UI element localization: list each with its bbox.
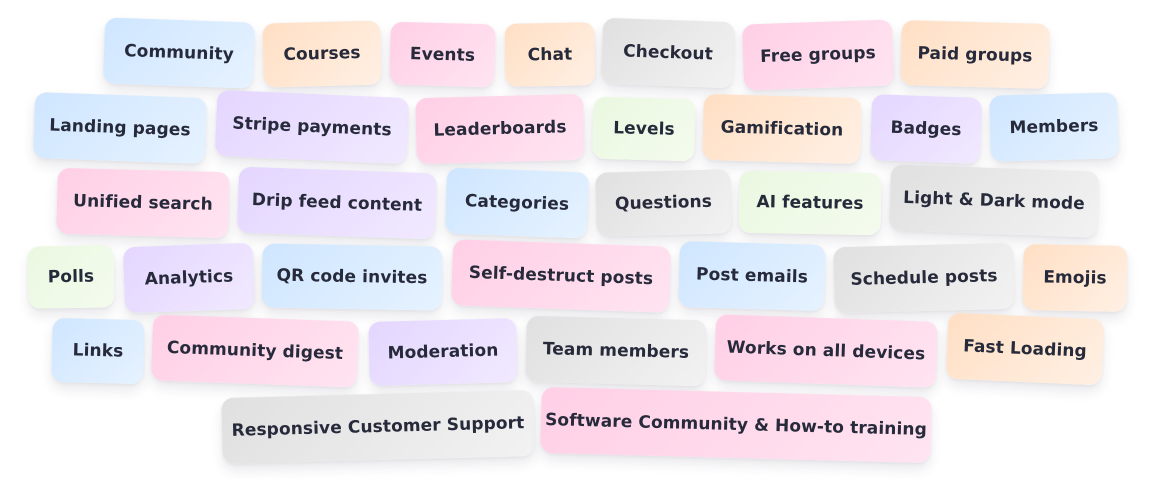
tag-drip-feed-content: Drip feed content (236, 166, 438, 240)
tag-self-destruct-posts: Self-destruct posts (450, 239, 672, 313)
tag-ai-features: AI features (738, 170, 882, 236)
tag-polls: Polls (27, 245, 115, 309)
tag-schedule-posts: Schedule posts (833, 242, 1015, 314)
tag-free-groups: Free groups (741, 19, 895, 91)
tag-team-members: Team members (525, 315, 707, 387)
tag-events: Events (389, 21, 496, 88)
tag-questions: Questions (595, 169, 732, 237)
tag-post-emails: Post emails (678, 241, 826, 311)
tag-community-digest: Community digest (150, 314, 360, 388)
tag-moderation: Moderation (368, 318, 518, 386)
tag-works-on-all-devices: Works on all devices (713, 314, 939, 388)
tag-stripe-payments: Stripe payments (214, 89, 410, 165)
tag-emojis: Emojis (1022, 244, 1128, 312)
tag-software-community-how-to-training: Software Community & How-to training (540, 386, 932, 464)
tag-leaderboards: Leaderboards (415, 93, 585, 165)
tag-analytics: Analytics (122, 242, 256, 314)
tag-unified-search: Unified search (56, 167, 230, 239)
tag-categories: Categories (444, 167, 590, 239)
tag-responsive-customer-support: Responsive Customer Support (221, 389, 535, 465)
tag-qr-code-invites: QR code invites (261, 243, 443, 311)
tag-paid-groups: Paid groups (900, 20, 1050, 89)
tag-gamification: Gamification (702, 93, 862, 165)
tag-courses: Courses (262, 20, 382, 88)
tag-checkout: Checkout (600, 17, 736, 89)
tag-light-dark-mode: Light & Dark mode (888, 164, 1100, 238)
tag-landing-pages: Landing pages (32, 92, 208, 164)
tag-members: Members (989, 92, 1119, 162)
tag-fast-loading: Fast Loading (945, 312, 1105, 386)
tag-community: Community (102, 17, 256, 89)
tag-chat: Chat (504, 22, 596, 87)
tag-badges: Badges (869, 94, 983, 164)
tag-levels: Levels (592, 96, 696, 162)
tag-links: Links (51, 317, 145, 385)
